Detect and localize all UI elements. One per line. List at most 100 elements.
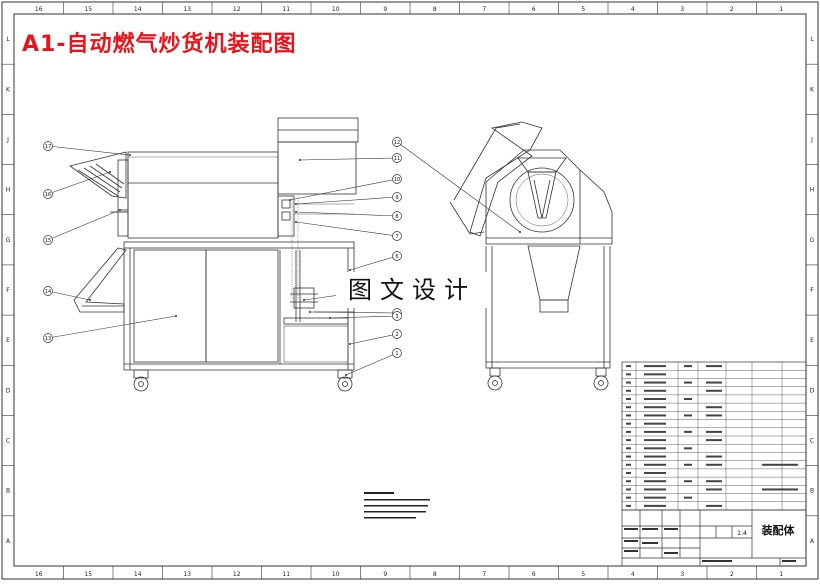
- column-label-bottom: 4: [631, 571, 635, 578]
- part-balloon: [392, 153, 402, 163]
- column-label-bottom: 2: [730, 571, 734, 578]
- column-label-top: 7: [482, 6, 486, 13]
- part-balloons: 1716151413121110987654321: [43, 137, 521, 376]
- title-block-scale: 1:4: [737, 530, 747, 537]
- part-balloon: [392, 192, 402, 202]
- column-label-top: 15: [84, 6, 92, 13]
- part-balloon: [392, 174, 402, 184]
- row-label-right: G: [810, 237, 815, 244]
- row-label-left: F: [6, 287, 10, 294]
- column-label-bottom: 9: [383, 571, 387, 578]
- part-balloon-number: 3: [395, 314, 398, 320]
- part-balloon-number: 16: [45, 192, 51, 198]
- part-balloon-number: 15: [45, 238, 51, 244]
- part-balloon-number: 7: [395, 234, 398, 240]
- row-label-right: L: [810, 36, 814, 43]
- row-label-right: K: [810, 86, 815, 93]
- column-label-bottom: 3: [680, 571, 684, 578]
- part-balloon: [43, 333, 53, 343]
- column-label-top: 8: [433, 6, 437, 13]
- row-label-left: G: [6, 237, 11, 244]
- column-label-top: 13: [183, 6, 191, 13]
- part-balloon: [392, 348, 402, 358]
- row-label-right: F: [810, 287, 814, 294]
- row-label-left: C: [6, 438, 10, 445]
- front-view: [69, 117, 359, 392]
- column-label-bottom: 6: [532, 571, 536, 578]
- row-label-left: A: [6, 538, 11, 545]
- part-balloon: [43, 286, 53, 296]
- watermark-text: 图文设计: [336, 272, 488, 308]
- part-balloon-number: 2: [395, 332, 398, 338]
- title-block-fill: [624, 528, 796, 562]
- row-label-right: H: [810, 187, 815, 194]
- row-labels-right: L K J H G F E D C B A: [806, 36, 818, 545]
- column-label-top: 3: [680, 6, 684, 13]
- technical-notes: [364, 492, 430, 519]
- part-balloon-number: 17: [45, 144, 51, 150]
- row-label-left: J: [6, 136, 9, 143]
- chain-drive: [291, 196, 299, 300]
- row-label-left: E: [6, 337, 10, 344]
- part-balloon: [43, 235, 53, 245]
- column-label-top: 5: [581, 6, 585, 13]
- row-label-left: K: [6, 86, 11, 93]
- part-balloon-number: 10: [394, 177, 400, 183]
- column-label-bottom: 16: [35, 571, 43, 578]
- column-label-bottom: 13: [183, 571, 191, 578]
- part-balloon: [392, 211, 402, 221]
- column-label-top: 16: [35, 6, 43, 13]
- row-label-right: D: [810, 387, 815, 394]
- part-balloon: [392, 231, 402, 241]
- part-balloon-number: 6: [395, 254, 398, 260]
- row-label-left: L: [6, 36, 10, 43]
- column-labels-top: 16 15 14 13 12 11 10 9 8 7 6 5 4 3 2 1: [35, 2, 783, 14]
- row-label-right: A: [810, 538, 815, 545]
- row-label-left: H: [6, 187, 11, 194]
- column-label-top: 9: [383, 6, 387, 13]
- part-balloon: [392, 251, 402, 261]
- column-label-bottom: 8: [433, 571, 437, 578]
- side-view: [449, 121, 613, 391]
- row-label-right: B: [810, 488, 814, 495]
- part-balloon: [43, 189, 53, 199]
- column-label-bottom: 15: [84, 571, 92, 578]
- row-label-right: E: [810, 337, 814, 344]
- part-balloon-number: 8: [395, 214, 398, 220]
- row-label-right: C: [810, 438, 814, 445]
- part-balloon: [392, 137, 402, 147]
- part-balloon: [392, 329, 402, 339]
- column-label-top: 6: [532, 6, 536, 13]
- parts-list-table: [621, 361, 807, 511]
- drawing-title: A1-自动燃气炒货机装配图: [22, 32, 297, 57]
- column-label-bottom: 12: [233, 571, 241, 578]
- column-label-top: 1: [779, 6, 783, 13]
- column-label-bottom: 7: [482, 571, 486, 578]
- column-label-bottom: 14: [134, 571, 142, 578]
- part-balloon: [392, 311, 402, 321]
- title-block: [621, 509, 807, 567]
- part-balloon-number: 9: [395, 195, 398, 201]
- part-balloon-number: 12: [394, 140, 400, 146]
- column-label-bottom: 10: [332, 571, 340, 578]
- column-label-top: 12: [233, 6, 241, 13]
- row-label-right: J: [810, 136, 813, 143]
- row-label-left: D: [6, 387, 11, 394]
- column-label-top: 2: [730, 6, 734, 13]
- column-label-top: 14: [134, 6, 142, 13]
- column-label-bottom: 5: [581, 571, 585, 578]
- part-balloon-number: 11: [394, 156, 400, 162]
- column-label-top: 11: [282, 6, 290, 13]
- title-block-name: 装配体: [761, 523, 796, 537]
- part-balloon-number: 1: [395, 351, 398, 357]
- column-label-bottom: 11: [282, 571, 290, 578]
- column-label-top: 10: [332, 6, 340, 13]
- part-balloon: [43, 141, 53, 151]
- column-label-top: 4: [631, 6, 635, 13]
- part-balloon-number: 14: [45, 289, 51, 295]
- column-label-bottom: 1: [779, 571, 783, 578]
- part-balloon-number: 13: [45, 336, 51, 342]
